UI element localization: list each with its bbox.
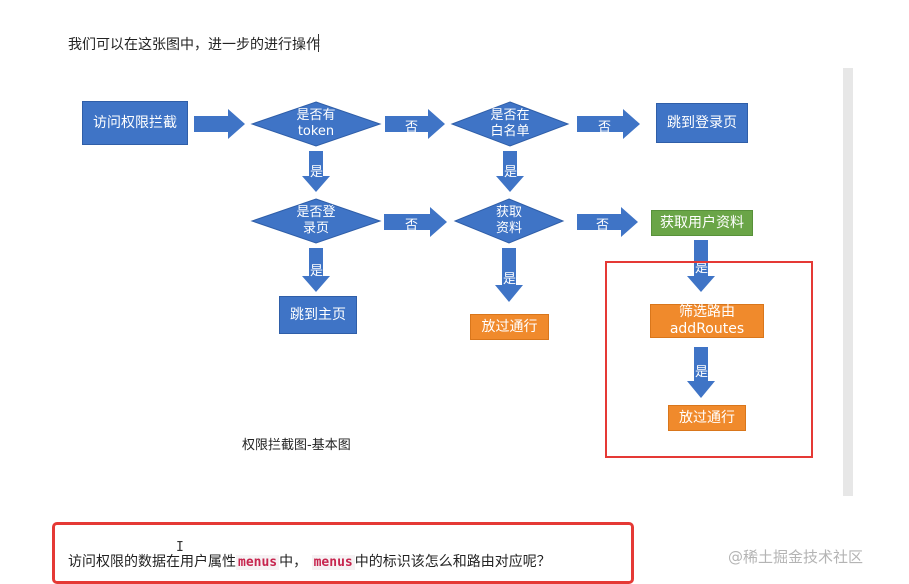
question-middle: 中， bbox=[279, 554, 308, 570]
has-token-line1: 是否有 bbox=[296, 108, 336, 123]
in-whitelist-line2: 白名单 bbox=[490, 124, 530, 139]
question-prefix: 访问权限的数据在用户属性 bbox=[68, 554, 236, 570]
node-get-user-profile: 获取用户资料 bbox=[651, 210, 753, 236]
node-start: 访问权限拦截 bbox=[82, 101, 188, 145]
arrow-filter-yes bbox=[687, 347, 715, 398]
label-token-yes: 是 bbox=[310, 165, 324, 180]
node-filter-routes: 筛选路由 addRoutes bbox=[650, 304, 764, 338]
filter-routes-line2: addRoutes bbox=[669, 321, 745, 337]
arrow-profile-yes bbox=[687, 240, 715, 292]
get-data-line1: 获取 bbox=[495, 205, 522, 220]
filter-routes-line1: 筛选路由 bbox=[679, 304, 735, 320]
code-menus-1: menus bbox=[236, 555, 280, 570]
arrow-get-data-yes bbox=[495, 248, 523, 302]
is-login-page-line2: 录页 bbox=[302, 221, 329, 236]
arrow-get-data-no bbox=[577, 207, 638, 237]
diamond-in-whitelist bbox=[450, 101, 570, 147]
node-pass-2: 放过通行 bbox=[668, 405, 746, 431]
diamond-is-login-page-text: 是否登 录页 bbox=[276, 205, 356, 237]
arrow-token-yes bbox=[302, 151, 330, 192]
diamond-has-token-text: 是否有 token bbox=[276, 108, 356, 140]
arrow-token-no bbox=[385, 109, 445, 139]
diamond-get-data bbox=[453, 198, 565, 244]
label-login-page-no: 否 bbox=[405, 218, 419, 233]
label-filter-yes: 是 bbox=[695, 365, 709, 380]
scrollbar[interactable] bbox=[843, 68, 853, 496]
label-get-data-yes: 是 bbox=[503, 272, 517, 287]
arrow-whitelist-no bbox=[577, 109, 640, 139]
label-whitelist-no: 否 bbox=[598, 120, 612, 135]
diamond-has-token bbox=[250, 101, 382, 147]
text-cursor bbox=[318, 34, 319, 52]
diagram-caption: 权限拦截图-基本图 bbox=[242, 438, 351, 453]
in-whitelist-line1: 是否在 bbox=[490, 108, 530, 123]
label-token-no: 否 bbox=[405, 120, 419, 135]
label-profile-yes: 是 bbox=[695, 261, 709, 276]
highlight-box-routes bbox=[605, 261, 813, 458]
mouse-cursor-icon: I bbox=[176, 540, 184, 555]
question-suffix: 中的标识该怎么和路由对应呢？ bbox=[354, 554, 551, 570]
arrow-start-to-token bbox=[194, 109, 245, 139]
is-login-page-line1: 是否登 bbox=[296, 205, 336, 220]
node-goto-home: 跳到主页 bbox=[279, 296, 357, 334]
label-login-page-yes: 是 bbox=[310, 264, 324, 279]
arrow-login-page-yes bbox=[302, 248, 330, 292]
node-goto-login: 跳到登录页 bbox=[656, 103, 748, 143]
diamond-get-data-text: 获取 资料 bbox=[469, 205, 549, 237]
diamond-is-login-page bbox=[250, 198, 382, 244]
code-menus-2: menus bbox=[311, 555, 355, 570]
watermark: @稀土掘金技术社区 bbox=[728, 548, 864, 566]
label-get-data-no: 否 bbox=[596, 218, 610, 233]
label-whitelist-yes: 是 bbox=[504, 165, 518, 180]
arrow-login-page-no bbox=[384, 207, 447, 237]
intro-text: 我们可以在这张图中，进一步的进行操作 bbox=[68, 37, 320, 53]
get-data-line2: 资料 bbox=[495, 221, 522, 236]
has-token-line2: token bbox=[297, 124, 335, 139]
node-pass-1: 放过通行 bbox=[470, 314, 549, 340]
arrow-whitelist-yes bbox=[496, 151, 524, 192]
diamond-in-whitelist-text: 是否在 白名单 bbox=[470, 108, 550, 140]
